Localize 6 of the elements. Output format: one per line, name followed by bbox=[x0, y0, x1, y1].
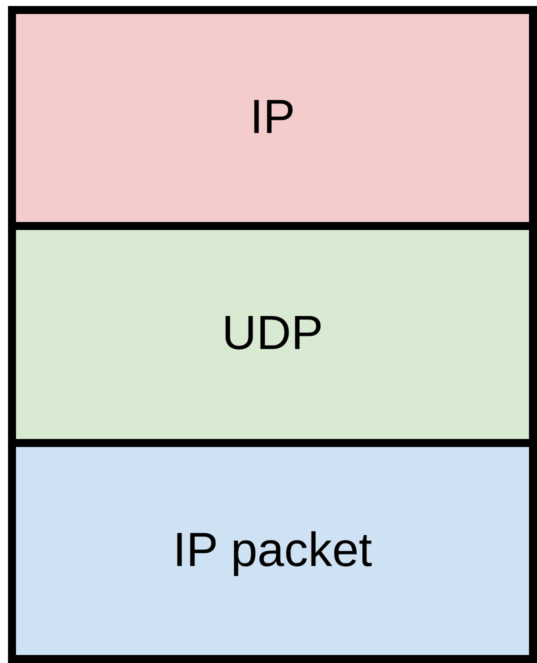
layer-box bbox=[8, 230, 537, 447]
layer-label: IP packet bbox=[172, 522, 372, 579]
layer-box bbox=[8, 6, 537, 230]
layer-box bbox=[8, 446, 537, 663]
layer-label: UDP bbox=[222, 306, 324, 362]
layer-label: IP bbox=[250, 90, 296, 146]
